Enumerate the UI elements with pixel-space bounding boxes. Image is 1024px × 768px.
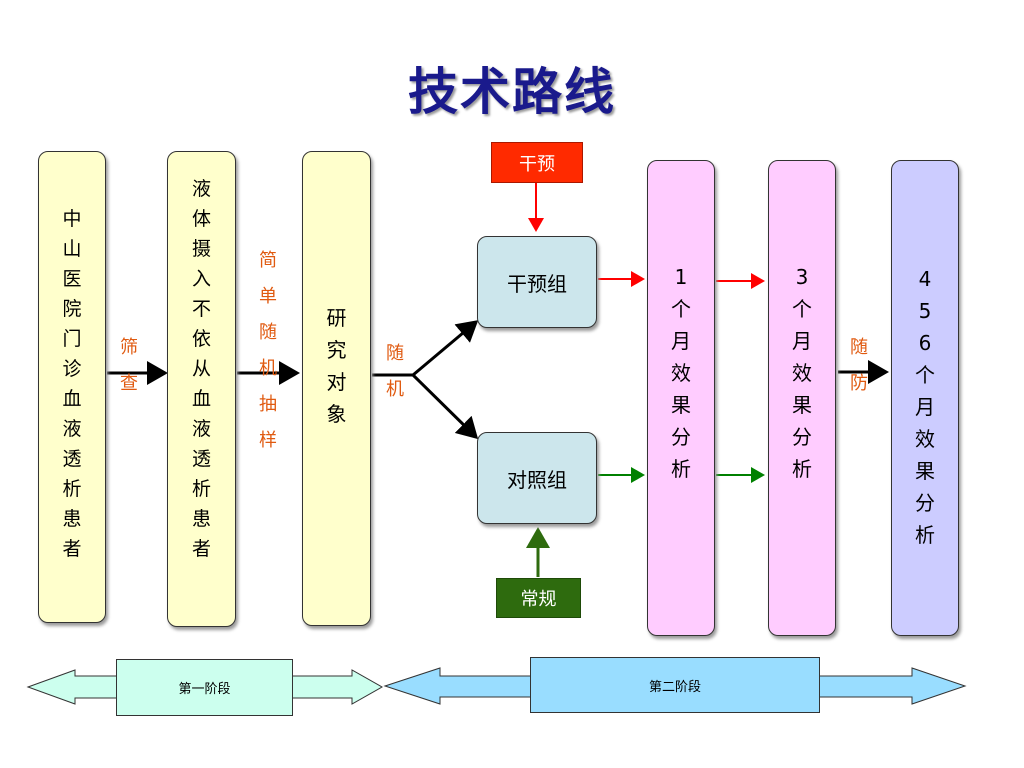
label-followup: 随 防 bbox=[850, 337, 868, 394]
stage1-label-box: 第一阶段 bbox=[116, 659, 293, 716]
arrow-to-intervention bbox=[412, 320, 479, 377]
box-outpatients-text: 中 山 医 院 门 诊 血 液 透 析 患 者 bbox=[62, 208, 82, 560]
label-screening: 筛 查 bbox=[120, 337, 138, 394]
box-control-group: 对照组 bbox=[477, 432, 597, 524]
tag-routine: 常规 bbox=[496, 578, 581, 618]
label-sampling: 简 单 随 机 抽 样 bbox=[259, 250, 277, 451]
label-random: 随 机 bbox=[386, 343, 404, 400]
box-intervention-group: 干预组 bbox=[477, 236, 597, 328]
box-month1: 1 个 月 效 果 分 析 bbox=[647, 160, 715, 636]
box-outpatients: 中 山 医 院 门 诊 血 液 透 析 患 者 bbox=[38, 151, 106, 623]
control-group-label: 对照组 bbox=[507, 467, 567, 492]
stage2-label: 第二阶段 bbox=[648, 679, 701, 695]
page-title: 技术路线 bbox=[408, 62, 616, 121]
arrow-to-control bbox=[411, 373, 479, 440]
box-subjects-text: 研 究 对 象 bbox=[326, 306, 347, 426]
box-nonadherent: 液 体 摄 入 不 依 从 血 液 透 析 患 者 bbox=[167, 151, 236, 627]
stage2-label-box: 第二阶段 bbox=[530, 657, 820, 713]
box-month3-text: 3 个 月 效 果 分 析 bbox=[792, 265, 812, 481]
tag-intervene-label: 干预 bbox=[519, 153, 555, 175]
box-nonadherent-text: 液 体 摄 入 不 依 从 血 液 透 析 患 者 bbox=[191, 178, 211, 560]
intervention-group-label: 干预组 bbox=[507, 271, 567, 296]
box-month3: 3 个 月 效 果 分 析 bbox=[768, 160, 836, 636]
stage1-label: 第一阶段 bbox=[178, 682, 231, 697]
box-subjects: 研 究 对 象 bbox=[302, 151, 371, 626]
box-month1-text: 1 个 月 效 果 分 析 bbox=[671, 265, 691, 481]
tag-routine-label: 常规 bbox=[520, 589, 557, 610]
tag-intervene: 干预 bbox=[491, 142, 583, 183]
box-month456-text: 4 5 6 个 月 效 果 分 析 bbox=[915, 267, 935, 547]
box-month456: 4 5 6 个 月 效 果 分 析 bbox=[891, 160, 959, 636]
